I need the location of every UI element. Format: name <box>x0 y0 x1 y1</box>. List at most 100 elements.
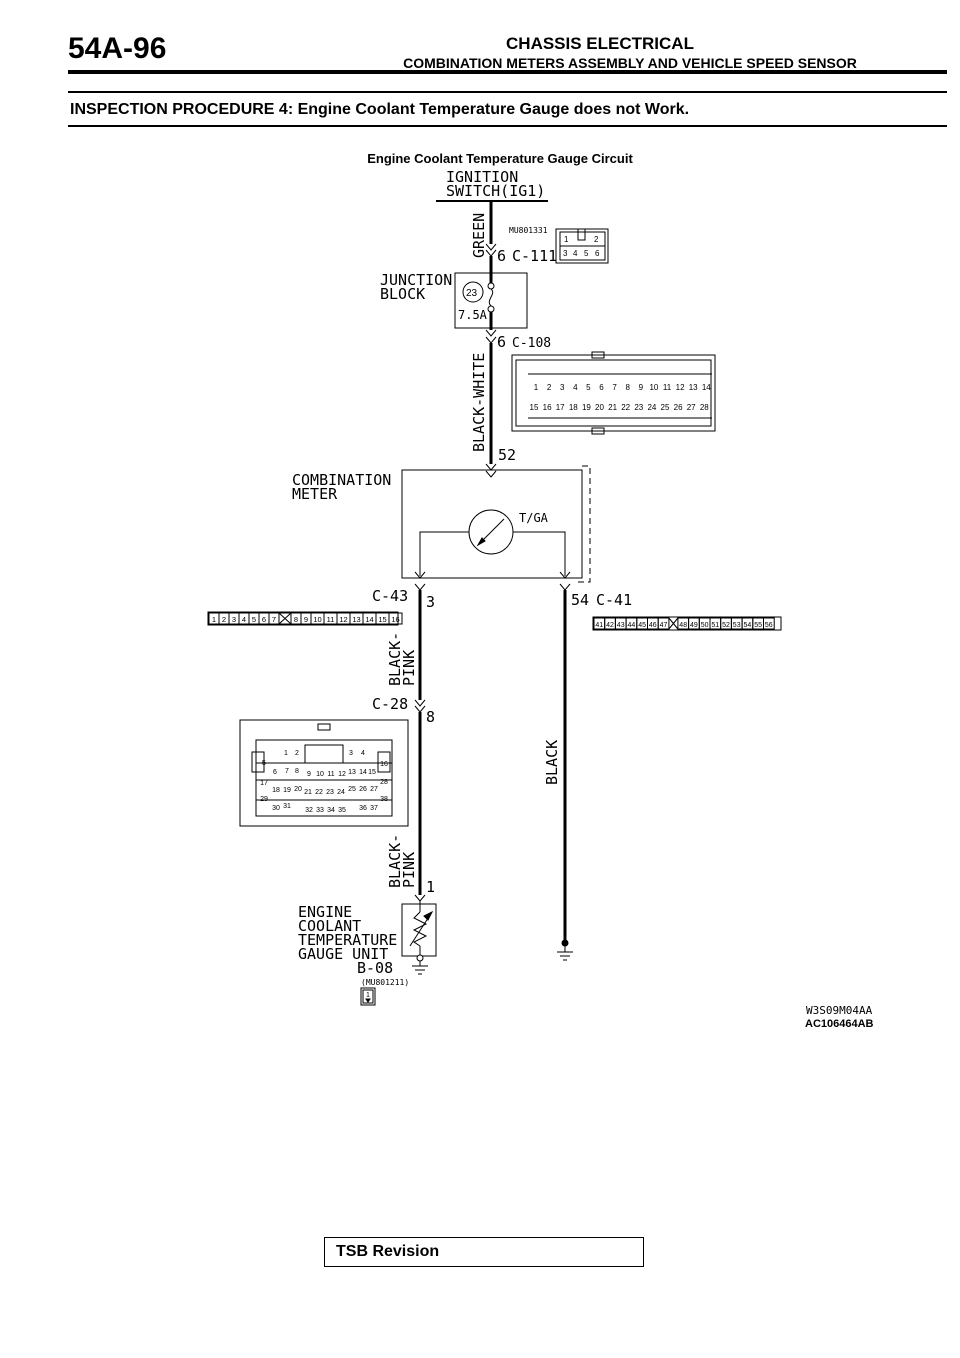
connector-b08-label: B-08 <box>357 959 393 977</box>
c108-pin-6: 6 <box>599 383 604 392</box>
c111-pin-2: 2 <box>594 235 599 244</box>
c28-pin-28: 28 <box>380 779 388 786</box>
c43-pin-3: 3 <box>232 615 236 624</box>
ground-icon <box>557 946 573 961</box>
wire-black-white-label: BLACK-WHITE <box>470 353 488 452</box>
c108-pin-10: 10 <box>649 383 658 392</box>
diagram-title: Engine Coolant Temperature Gauge Circuit <box>367 151 633 166</box>
tsb-revision-label: TSB Revision <box>336 1243 440 1260</box>
c108-pin-28: 28 <box>700 403 709 412</box>
procedure-title: INSPECTION PROCEDURE 4: Engine Coolant T… <box>70 101 690 118</box>
c41-pin-55: 55 <box>754 622 762 629</box>
c28-pin-9: 9 <box>307 771 311 778</box>
c108-pin-20: 20 <box>595 403 604 412</box>
c108-pin-27: 27 <box>687 403 696 412</box>
c108-pin-24: 24 <box>647 403 656 412</box>
c28-pin-31: 31 <box>283 803 291 810</box>
c41-pin-52: 52 <box>722 622 730 629</box>
ignition-switch-label-1: IGNITION <box>446 168 518 186</box>
c108-pin-4: 4 <box>573 383 578 392</box>
c43-pin-2: 2 <box>222 615 226 624</box>
connector-c28-label: C-28 <box>372 695 408 713</box>
c28-pin-30: 30 <box>272 805 280 812</box>
c43-pin-15: 15 <box>378 615 386 624</box>
c108-pin-1: 1 <box>534 383 539 392</box>
c28-pin-21: 21 <box>304 789 312 796</box>
connector-c43-label: C-43 <box>372 587 408 605</box>
c108-pin-3: 3 <box>560 383 565 392</box>
page-number: 54A-96 <box>68 32 167 65</box>
c28-pin-3: 3 <box>349 750 353 757</box>
c28-pin-19: 19 <box>283 787 291 794</box>
c108-pin-22: 22 <box>621 403 630 412</box>
wire-black-pink-1-label-2: PINK <box>400 650 418 686</box>
combination-meter-label-1: COMBINATION <box>292 471 391 489</box>
c28-pin-17: 17 <box>260 780 268 787</box>
sensor-label-2: COOLANT <box>298 917 361 935</box>
c41-pin-50: 50 <box>701 622 709 629</box>
c108-pin-5: 5 <box>586 383 591 392</box>
c108-pin-11: 11 <box>663 383 672 392</box>
c43-pin-9: 9 <box>304 615 308 624</box>
c108-pin-18: 18 <box>569 403 578 412</box>
pin-54: 54 <box>571 591 589 609</box>
c43-pin-13: 13 <box>352 615 360 624</box>
tsb-revision-box <box>324 1237 644 1267</box>
pin-c111: 6 <box>497 247 506 265</box>
c108-pin-19: 19 <box>582 403 591 412</box>
c43-pin-8: 8 <box>294 615 298 624</box>
c43-pin-1: 1 <box>212 615 216 624</box>
connector-c111: 1 2 3 4 5 6 <box>555 228 609 264</box>
c108-pin-16: 16 <box>543 403 552 412</box>
connector-c111-label: C-111 <box>512 247 557 265</box>
c108-pin-2: 2 <box>547 383 552 392</box>
c108-pin-13: 13 <box>689 383 698 392</box>
c28-pin-4: 4 <box>361 750 365 757</box>
c28-pin-37: 37 <box>370 805 378 812</box>
junction-block-label-1: JUNCTION <box>380 271 452 289</box>
c28-pin-1: 1 <box>284 750 288 757</box>
c28-pin-12: 12 <box>338 771 346 778</box>
c28-pin-25: 25 <box>348 786 356 793</box>
c108-pin-12: 12 <box>676 383 685 392</box>
wire-black-pink-2-label-2: PINK <box>400 852 418 888</box>
c111-pin-1: 1 <box>564 235 569 244</box>
c28-pin-20: 20 <box>294 786 302 793</box>
pin-cell <box>763 617 775 630</box>
blank-pin-icon <box>278 612 292 625</box>
c41-pin-46: 46 <box>649 622 657 629</box>
c28-pin-2: 2 <box>295 750 299 757</box>
c111-pin-3: 3 <box>563 249 568 258</box>
c108-pin-15: 15 <box>530 403 539 412</box>
pin-1: 1 <box>426 878 435 896</box>
c43-pin-10: 10 <box>313 615 321 624</box>
c28-pin-26: 26 <box>359 786 367 793</box>
c28-pin-36: 36 <box>359 805 367 812</box>
engine-coolant-temperature-gauge-unit: ENGINE COOLANT TEMPERATURE GAUGE UNIT <box>298 901 437 966</box>
c28-pin-24: 24 <box>337 789 345 796</box>
c108-pin-21: 21 <box>608 403 617 412</box>
part-number-1: MU801331 <box>509 226 548 235</box>
procedure-rule-bottom <box>68 125 947 127</box>
c28-pin-5: 5 <box>262 760 266 767</box>
c28-pin-22: 22 <box>315 789 323 796</box>
c28-pin-14: 14 <box>359 769 367 776</box>
wire-black-pink-1-label-1: BLACK- <box>386 632 404 686</box>
c41-pin-45: 45 <box>638 622 646 629</box>
fuse-rating: 7.5A <box>458 308 488 322</box>
c41-pin-53: 53 <box>733 622 741 629</box>
c28-pin-8: 8 <box>295 768 299 775</box>
connector-b08: 1 <box>360 987 376 1006</box>
c108-pin-8: 8 <box>625 383 630 392</box>
c108-pin-7: 7 <box>612 383 617 392</box>
pin-c108: 6 <box>497 333 506 351</box>
pin-cell <box>388 612 403 625</box>
c28-pin-18: 18 <box>272 787 280 794</box>
c43-pin-16: 16 <box>391 615 399 624</box>
